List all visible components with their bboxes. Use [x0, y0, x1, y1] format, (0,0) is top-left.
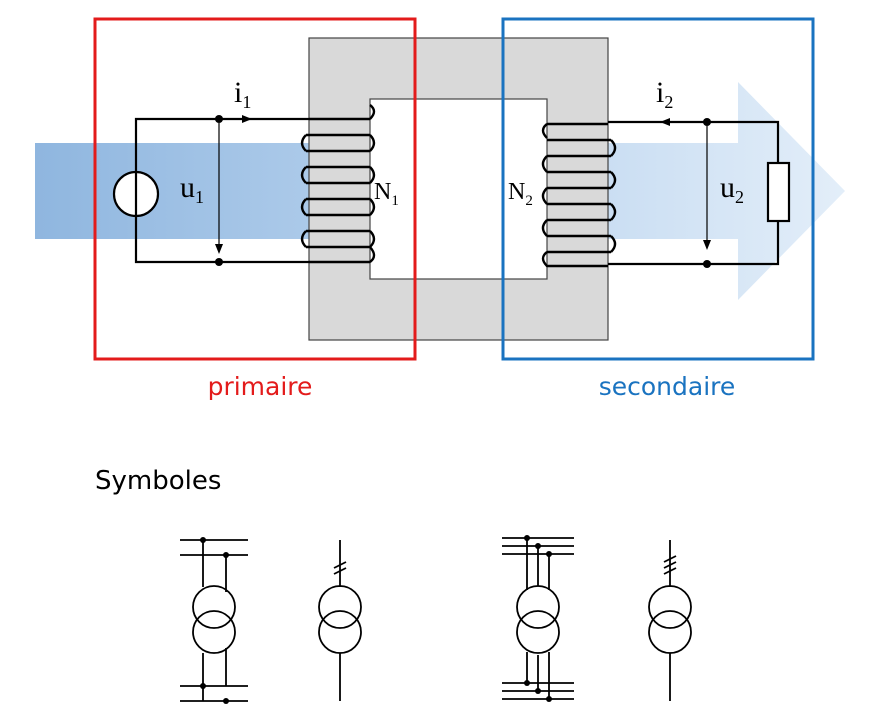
label-u2: u2: [720, 171, 744, 207]
transformer-symbol-icon: [502, 537, 574, 700]
iron-core: [308, 37, 609, 341]
primary-label: primaire: [208, 372, 313, 401]
transformer-symbol-icon: [648, 540, 692, 701]
secondary-winding: [541, 122, 617, 268]
label-i1: i1: [234, 76, 251, 112]
label-i2: i2: [656, 76, 673, 112]
label-u1: u1: [180, 171, 204, 207]
primary-frame: [93, 17, 417, 361]
label-N1: N1: [374, 179, 399, 209]
symbols-heading: Symboles: [95, 466, 221, 496]
primary-winding: [300, 104, 376, 264]
secondary-frame: [501, 17, 815, 361]
label-N2: N2: [508, 179, 533, 209]
transformer-symbol-icon: [318, 540, 362, 701]
transformer-symbol-icon: [180, 539, 248, 702]
secondary-label: secondaire: [599, 372, 736, 401]
resistor-load-icon: [766, 161, 791, 223]
